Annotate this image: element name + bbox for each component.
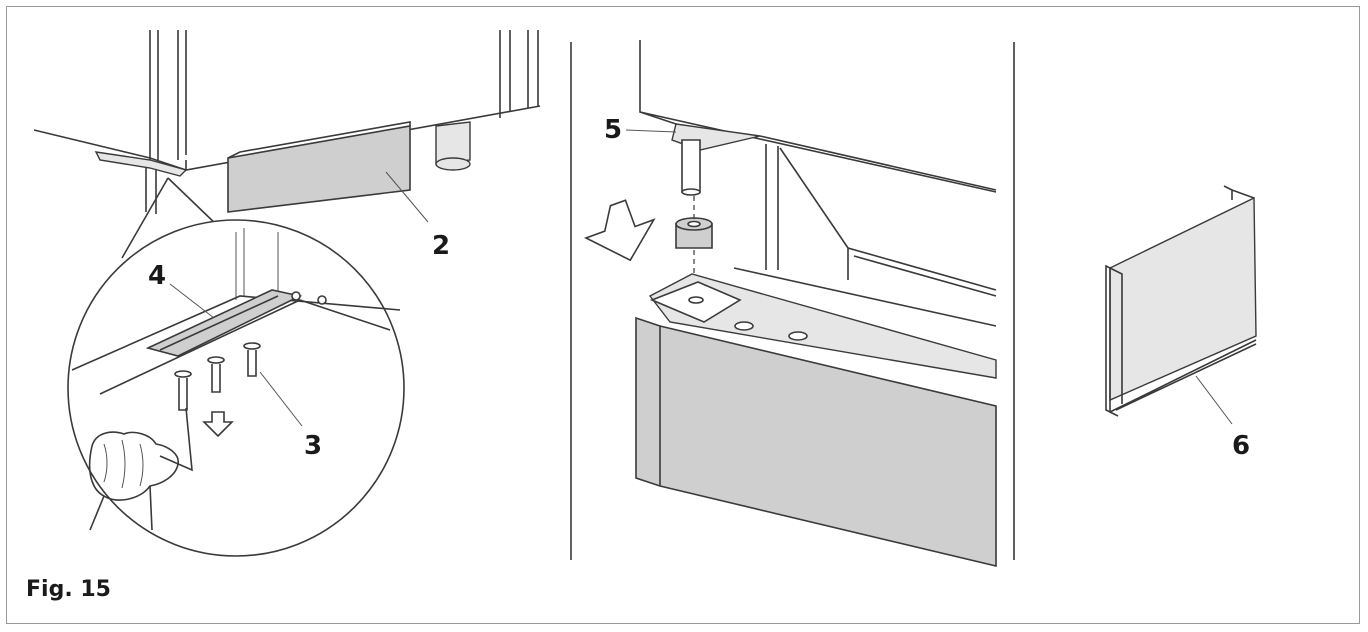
left-panel: 2 3 4: [33, 30, 541, 557]
cover-panel-part: [1105, 185, 1257, 417]
down-arrow-icon: [202, 411, 234, 438]
leader-2: [385, 171, 429, 223]
figure-frame: [6, 6, 1360, 624]
hand-tool-illustration: [88, 407, 193, 531]
right-panel: 6: [1105, 185, 1257, 461]
leader-6: [1195, 375, 1233, 425]
leader-5: [625, 129, 677, 133]
magnified-detail: [67, 177, 405, 557]
hinge-pin-part: [671, 123, 761, 196]
screws: [174, 342, 261, 411]
callout-4: 4: [148, 261, 166, 291]
appliance-base-illustration: [33, 30, 541, 223]
callout-3: 3: [304, 431, 322, 461]
down-arrow-large-icon: [583, 199, 656, 262]
leader-3: [259, 371, 303, 427]
callout-2: 2: [432, 231, 450, 261]
figure-label: Fig. 15: [26, 577, 111, 602]
callout-5: 5: [604, 115, 622, 145]
kickplate-part: [227, 125, 411, 213]
callout-6: 6: [1232, 431, 1250, 461]
leader-4: [169, 283, 215, 319]
middle-panel: 5: [583, 40, 997, 568]
